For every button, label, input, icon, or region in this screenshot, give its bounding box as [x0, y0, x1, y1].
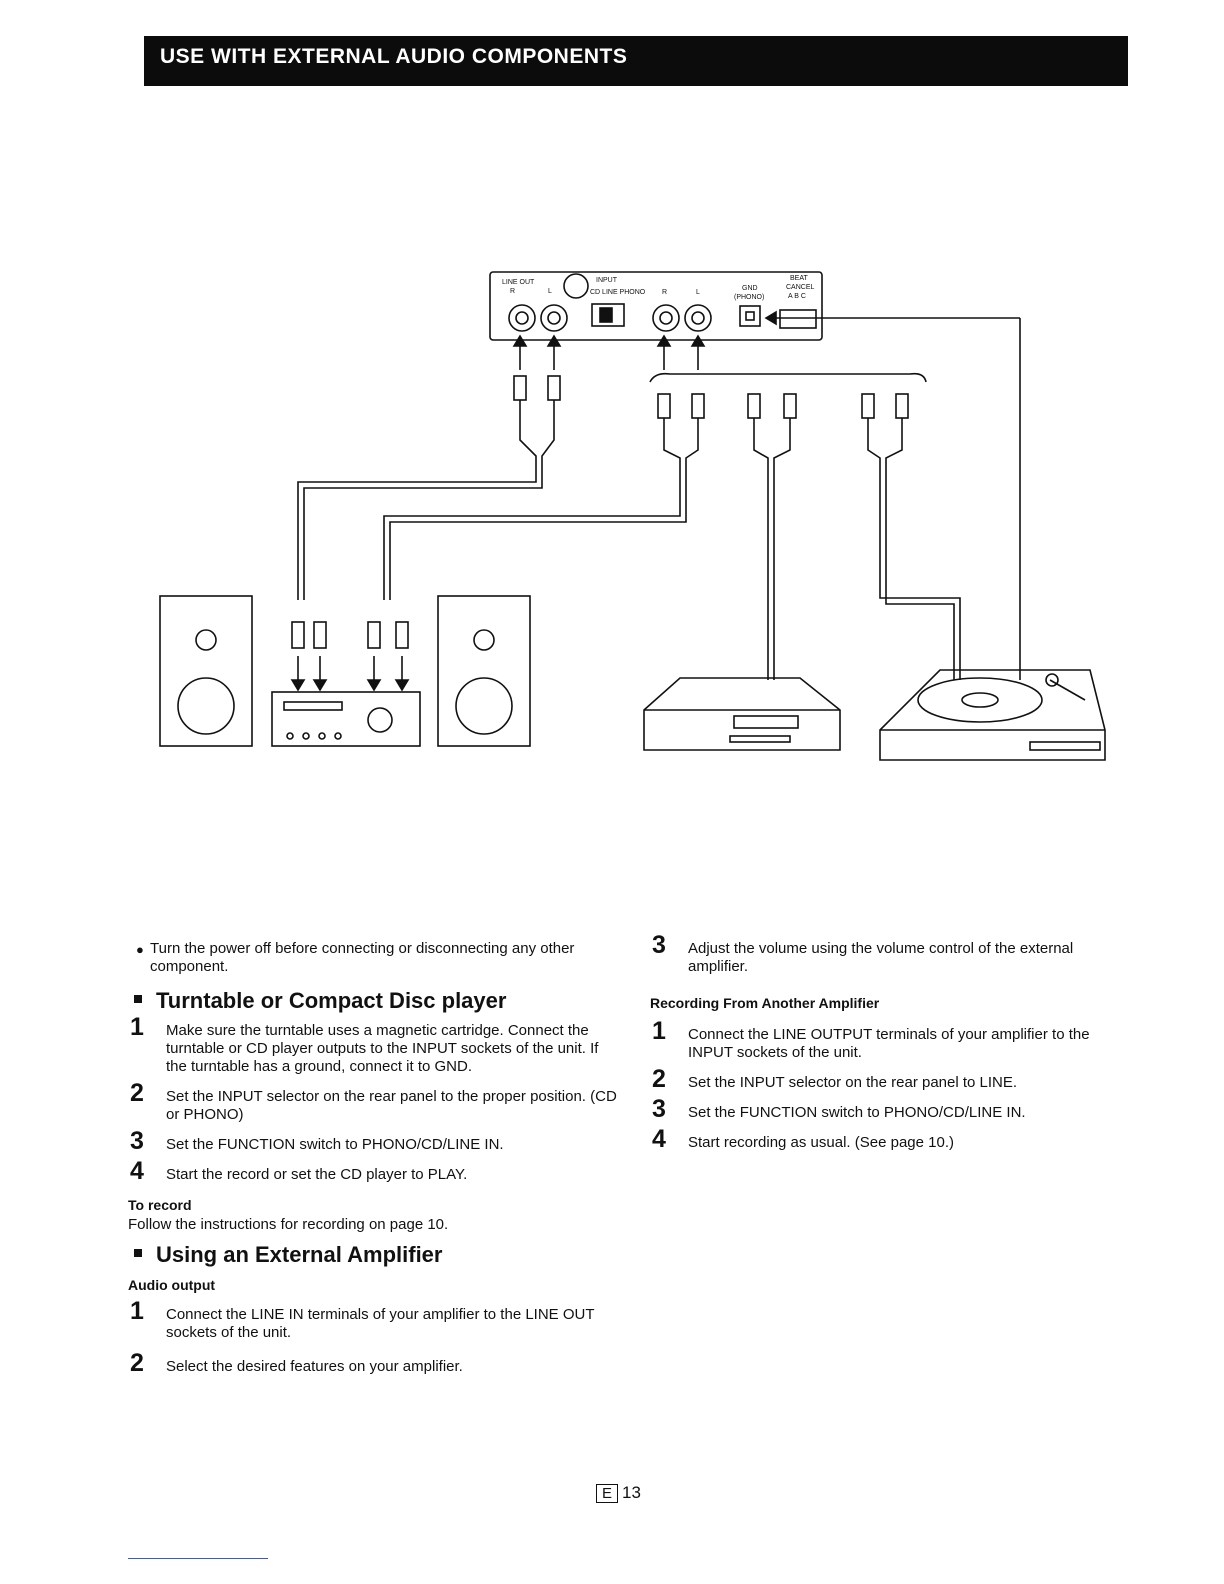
step-text: Set the INPUT selector on the rear panel… — [166, 1088, 617, 1123]
beat-label: BEAT — [790, 275, 808, 282]
step-item: 3 Set the FUNCTION switch to PHONO/CD/LI… — [128, 1129, 618, 1154]
step-item: 1 Connect the LINE OUTPUT terminals of y… — [650, 1019, 1130, 1062]
step-text: Adjust the volume using the volume contr… — [688, 940, 1074, 975]
section-title-turntable: Turntable or Compact Disc player — [134, 990, 618, 1012]
step-item: 3 Adjust the volume using the volume con… — [650, 933, 1130, 976]
beat-abc-label: A B C — [788, 293, 806, 300]
line-out-r-socket — [508, 304, 536, 332]
step-number: 1 — [652, 1017, 666, 1045]
turntable — [879, 669, 1106, 761]
step-item: 4 Start recording as usual. (See page 10… — [650, 1127, 1130, 1152]
step-text: Connect the LINE IN terminals of your am… — [166, 1306, 595, 1341]
power-note-text: Turn the power off before connecting or … — [150, 940, 575, 975]
step-text: Set the FUNCTION switch to PHONO/CD/LINE… — [688, 1104, 1026, 1121]
step-item: 4 Start the record or set the CD player … — [128, 1159, 618, 1184]
input-r-label: R — [662, 289, 667, 296]
rear-panel — [489, 271, 823, 341]
step-number: 1 — [130, 1297, 144, 1325]
step-text: Start recording as usual. (See page 10.) — [688, 1134, 954, 1151]
square-bullet-icon — [134, 1249, 142, 1258]
step-item: 2 Set the INPUT selector on the rear pan… — [128, 1081, 618, 1124]
step-item: 1 Connect the LINE IN terminals of your … — [128, 1299, 618, 1342]
step-number: 2 — [130, 1349, 144, 1377]
gnd-terminal — [739, 305, 761, 327]
step-item: 2 Select the desired features on your am… — [128, 1351, 618, 1376]
line-out-l-label: L — [548, 288, 552, 295]
to-record-text: Follow the instructions for recording on… — [128, 1216, 449, 1233]
section-title-amplifier: Using an External Amplifier — [134, 1244, 618, 1266]
selector-label: CD LINE PHONO — [590, 289, 646, 296]
amplifier — [271, 691, 421, 747]
step-text: Connect the LINE OUTPUT terminals of you… — [688, 1026, 1090, 1061]
step-number: 3 — [652, 931, 666, 959]
input-l-socket — [684, 304, 712, 332]
step-text: Start the record or set the CD player to… — [166, 1166, 468, 1183]
step-number: 2 — [652, 1065, 666, 1093]
step-number: 4 — [652, 1125, 666, 1153]
gnd-label: GND — [742, 285, 758, 292]
square-bullet-icon — [134, 995, 142, 1004]
cd-player — [643, 677, 841, 751]
input-label: INPUT — [596, 277, 618, 284]
language-badge: E — [596, 1484, 619, 1503]
header-bar — [144, 36, 1128, 86]
input-selector — [591, 303, 625, 327]
recording-heading: Recording From Another Amplifier — [650, 995, 880, 1011]
step-number: 3 — [130, 1127, 144, 1155]
to-record-heading: To record — [128, 1197, 192, 1213]
bullet-icon: ● — [136, 942, 144, 957]
cancel-label: CANCEL — [786, 284, 815, 291]
page-title: USE WITH EXTERNAL AUDIO COMPONENTS — [160, 45, 628, 68]
beat-cancel-switch — [779, 309, 817, 329]
step-item: 2 Set the INPUT selector on the rear pan… — [650, 1067, 1130, 1092]
line-out-label: LINE OUT — [502, 279, 535, 286]
line-out-l-socket — [540, 304, 568, 332]
left-column: ● Turn the power off before connecting o… — [128, 940, 618, 1388]
audio-output-heading: Audio output — [128, 1277, 216, 1293]
step-text: Select the desired features on your ampl… — [166, 1358, 463, 1375]
page-number: 13 — [622, 1483, 641, 1502]
line-out-r-label: R — [510, 288, 515, 295]
step-text: Make sure the turntable uses a magnetic … — [166, 1022, 599, 1075]
phono-label: (PHONO) — [734, 294, 764, 301]
step-number: 3 — [652, 1095, 666, 1123]
bottom-rule — [128, 1558, 268, 1559]
connection-diagram: LINE OUT R L INPUT CD LINE PHONO R L GND… — [159, 271, 1106, 761]
input-r-socket — [652, 304, 680, 332]
right-column: 3 Adjust the volume using the volume con… — [650, 933, 1130, 1164]
step-item: 1 Make sure the turntable uses a magneti… — [128, 1015, 618, 1076]
step-text: Set the INPUT selector on the rear panel… — [688, 1074, 1018, 1091]
step-text: Set the FUNCTION switch to PHONO/CD/LINE… — [166, 1136, 504, 1153]
left-speaker — [159, 595, 253, 747]
step-item: 3 Set the FUNCTION switch to PHONO/CD/LI… — [650, 1097, 1130, 1122]
step-number: 4 — [130, 1157, 144, 1185]
step-number: 2 — [130, 1079, 144, 1107]
step-number: 1 — [130, 1013, 144, 1041]
input-l-label: L — [696, 289, 700, 296]
right-speaker — [437, 595, 531, 747]
power-note: ● Turn the power off before connecting o… — [128, 940, 618, 976]
